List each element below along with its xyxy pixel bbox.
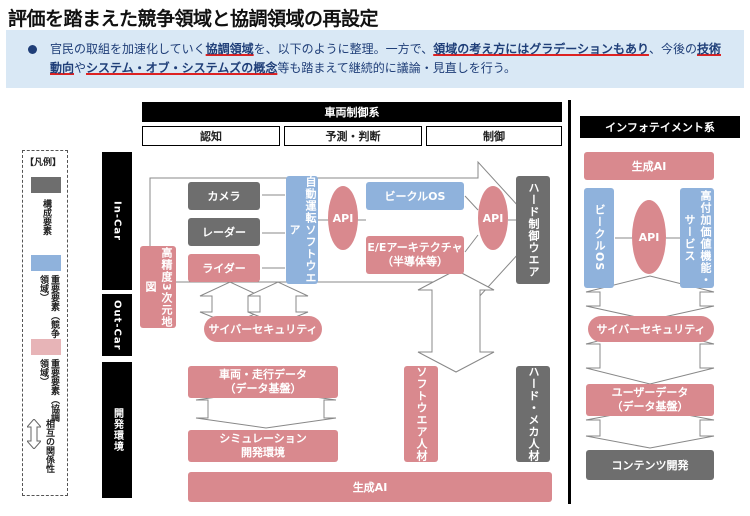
box-ad-software-label: 自動運転ソフトウエア bbox=[288, 176, 317, 284]
api-ellipse-info: API bbox=[632, 200, 666, 274]
summary-part: や bbox=[74, 61, 87, 75]
header-control: 制御 bbox=[426, 126, 562, 146]
box-high-value-services: 高付加価値機能・サービス bbox=[680, 188, 714, 288]
row-label-text: 開発環境 bbox=[111, 408, 123, 452]
box-gen-ai-bottom: 生成AI bbox=[188, 472, 552, 502]
box-cybersecurity: サイバーセキュリティ bbox=[204, 316, 322, 342]
header-prediction: 予測・判断 bbox=[284, 126, 422, 146]
summary-part: 、今後の bbox=[648, 42, 697, 56]
box-user-data-line2: （データ基盤） bbox=[611, 400, 689, 413]
box-hardware-talent: ハード・メカ人材 bbox=[516, 366, 550, 462]
box-hardware-talent-label: ハード・メカ人材 bbox=[527, 366, 540, 462]
bullet-icon bbox=[28, 45, 37, 54]
box-hardware-control: ハード制御ウエア bbox=[516, 176, 550, 284]
box-ee-architecture: E/Eアーキテクチャ（半導体等） bbox=[366, 236, 464, 274]
header-cognition: 認知 bbox=[142, 126, 280, 146]
box-lidar: ライダー bbox=[188, 254, 260, 282]
box-simulation-line2: 開発環境 bbox=[241, 446, 285, 459]
summary-emphasis: システム・オブ・システムズの概念 bbox=[86, 61, 278, 75]
summary-emphasis: 技術動向 bbox=[50, 42, 721, 75]
summary-part: 官民の取組を加速化していく bbox=[50, 42, 206, 56]
summary-emphasis: 協調領域 bbox=[205, 42, 254, 56]
box-high-value-services-label: 高付加価値機能・サービス bbox=[683, 190, 712, 286]
row-label-dev-env: 開発環境 bbox=[102, 362, 132, 498]
legend-swatch-gray bbox=[31, 177, 61, 193]
box-vehicle-os-right: ビークルOS bbox=[584, 188, 614, 288]
box-hardware-control-label: ハード制御ウエア bbox=[527, 182, 540, 278]
section-divider bbox=[568, 100, 571, 504]
box-vehicle-os: ビークルOS bbox=[366, 182, 464, 210]
row-label-text: In-Car bbox=[111, 200, 123, 241]
box-content-dev: コンテンツ開発 bbox=[586, 450, 714, 480]
box-vehicle-data-line2: （データ基盤） bbox=[224, 382, 302, 395]
row-label-text: Out-Car bbox=[111, 299, 123, 351]
box-gen-ai-right: 生成AI bbox=[584, 152, 714, 180]
summary-emphasis: 領域の考え方にはグラデーションもあり bbox=[433, 42, 649, 56]
box-ee-line1: E/Eアーキテクチャ bbox=[367, 241, 463, 254]
row-label-out-car: Out-Car bbox=[102, 294, 132, 356]
row-label-in-car: In-Car bbox=[102, 152, 132, 290]
box-simulation-line1: シミュレーション bbox=[219, 432, 307, 445]
box-vehicle-data-line1: 車両・走行データ bbox=[219, 368, 307, 381]
box-ee-line2: （半導体等） bbox=[382, 255, 448, 268]
legend-label-component: 構成要素 bbox=[41, 199, 51, 235]
box-camera: カメラ bbox=[188, 182, 260, 210]
box-user-data-line1: ユーザーデータ bbox=[611, 386, 689, 399]
api-ellipse-left: API bbox=[328, 186, 358, 250]
box-vehicle-data: 車両・走行データ（データ基盤） bbox=[188, 366, 338, 398]
box-software-talent: ソフトウエア人材 bbox=[404, 366, 438, 462]
legend-title: 【凡例】 bbox=[25, 158, 62, 168]
api-ellipse-right: API bbox=[478, 186, 508, 250]
box-software-talent-label: ソフトウエア人材 bbox=[415, 366, 428, 462]
box-simulation: シミュレーション開発環境 bbox=[188, 430, 338, 462]
box-hd-map-label: 高精度3次元地図 bbox=[144, 246, 173, 328]
summary-part: を、以下のように整理。一方で、 bbox=[253, 42, 434, 56]
box-user-data: ユーザーデータ（データ基盤） bbox=[586, 384, 714, 416]
page-title: 評価を踏まえた競争領域と協調領域の再設定 bbox=[8, 8, 379, 30]
legend-swatch-pink bbox=[31, 339, 61, 355]
legend-label-relationship: 相互の関係性 bbox=[44, 419, 54, 473]
header-infotainment: インフォテイメント系 bbox=[580, 116, 740, 138]
summary-text: 官民の取組を加速化していく協調領域を、以下のように整理。一方で、領域の考え方には… bbox=[50, 40, 730, 78]
double-arrow-icon bbox=[27, 419, 41, 449]
box-vehicle-os-right-label: ビークルOS bbox=[593, 204, 606, 272]
legend-label-competitive: 重要要素（競争領域） bbox=[38, 275, 59, 338]
box-ad-software: 自動運転ソフトウエア bbox=[286, 176, 318, 284]
box-hd-map: 高精度3次元地図 bbox=[140, 246, 176, 328]
box-radar: レーダー bbox=[188, 218, 260, 246]
legend-swatch-blue bbox=[31, 255, 61, 271]
header-vehicle-control: 車両制御系 bbox=[142, 102, 562, 122]
summary-part: 等も踏まえて継続的に議論・見直しを行う。 bbox=[277, 61, 517, 75]
legend: 【凡例】 構成要素 重要要素（競争領域） 重要要素（協調領域） 相互の関係性 bbox=[22, 150, 68, 496]
box-cybersecurity-right: サイバーセキュリティ bbox=[588, 316, 714, 342]
legend-label-cooperative: 重要要素（協調領域） bbox=[38, 359, 59, 422]
summary-banner: 官民の取組を加速化していく協調領域を、以下のように整理。一方で、領域の考え方には… bbox=[6, 30, 744, 88]
